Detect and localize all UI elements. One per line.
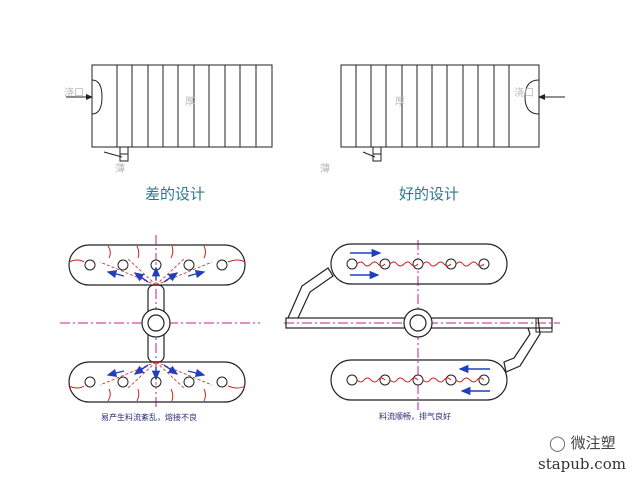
thin-label: 薄 bbox=[115, 164, 125, 175]
thin-leader bbox=[103, 151, 123, 158]
thin-leader bbox=[362, 151, 376, 158]
gate-label: 浇口 bbox=[64, 88, 84, 99]
chat-bubble-icon: ◯ bbox=[549, 434, 566, 452]
poor-runner-layout bbox=[60, 235, 260, 410]
poor-layout-note: 易产生料流紊乱，熔接不良 bbox=[101, 413, 197, 422]
good-design-part bbox=[340, 64, 540, 162]
poor-design-caption: 差的设计 bbox=[145, 185, 206, 203]
good-design-caption: 好的设计 bbox=[399, 185, 460, 203]
thick-label: 厚 bbox=[185, 97, 195, 108]
url-watermark: stapub.com bbox=[538, 455, 626, 473]
poor-design-part bbox=[91, 64, 273, 162]
thick-label: 厚 bbox=[395, 97, 405, 108]
good-runner-layout bbox=[284, 240, 560, 410]
gate-label: 浇口 bbox=[514, 88, 534, 99]
thin-label: 薄 bbox=[320, 164, 330, 175]
good-layout-note: 料流顺畅，排气良好 bbox=[379, 412, 451, 421]
brand-watermark: ◯ 微注塑 bbox=[549, 434, 616, 452]
